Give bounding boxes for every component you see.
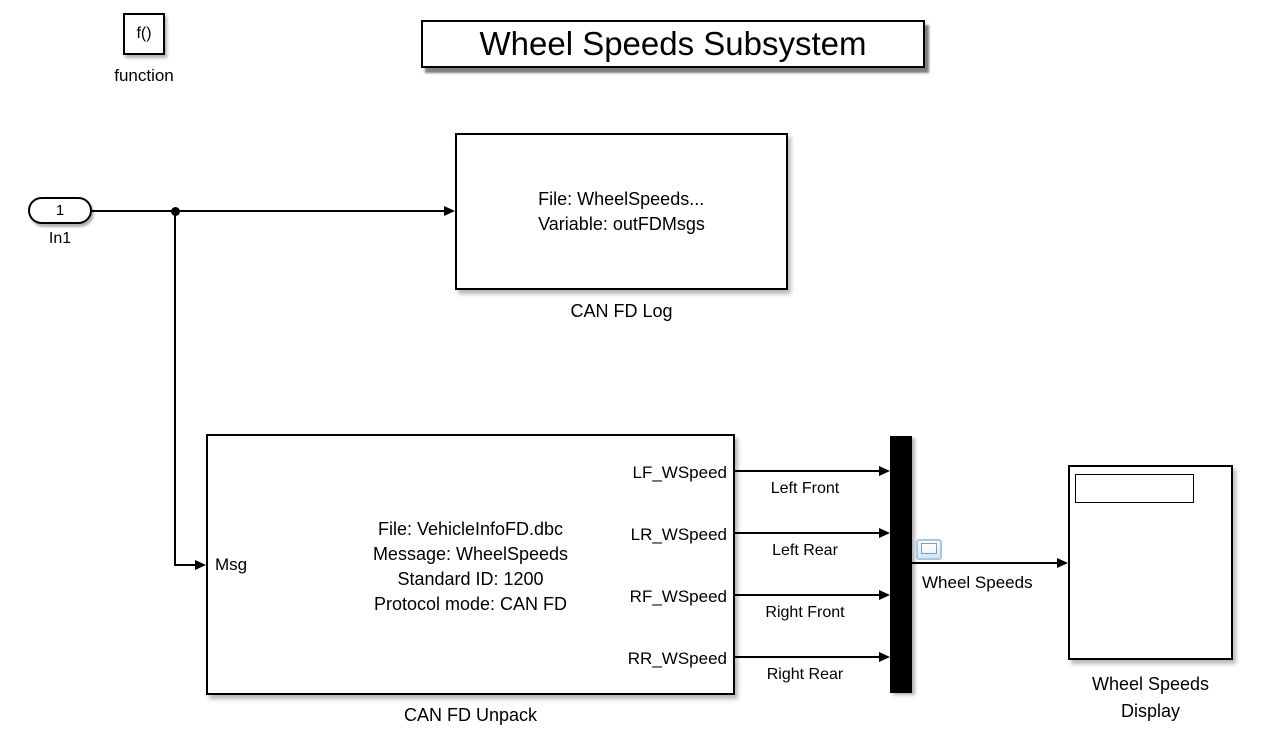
log-variable-line: Variable: outFDMsgs [538,213,705,234]
display-value-field [1075,474,1194,503]
signal-line-left-front[interactable] [735,470,879,472]
diagram-title: Wheel Speeds Subsystem [479,25,867,62]
signal-logging-badge-icon[interactable] [916,539,942,560]
signal-label-left-rear: Left Rear [772,542,838,559]
signal-line-wheel-speeds[interactable] [912,562,1057,564]
display-name-line1: Wheel Speeds [1091,674,1210,694]
display-block-name: Wheel Speeds Display [1043,671,1258,725]
log-file-line: File: WheelSpeeds... [538,188,705,209]
can-fd-unpack-parameters: File: VehicleInfoFD.dbc Message: WheelSp… [208,517,733,617]
signal-line-right-front[interactable] [735,594,879,596]
display-name-line2: Display [1120,701,1181,721]
inport-number: 1 [55,202,65,219]
msg-input-port-label: Msg [215,555,248,574]
function-block-label: function [114,66,174,85]
signal-label-left-front: Left Front [770,480,840,497]
unpack-protocol-line: Protocol mode: CAN FD [373,594,568,614]
can-fd-unpack-block-name: CAN FD Unpack [403,705,538,725]
can-fd-unpack-block[interactable]: Msg File: VehicleInfoFD.dbc Message: Whe… [206,434,735,695]
arrowhead-icon [879,528,890,538]
unpack-file-line: File: VehicleInfoFD.dbc [377,519,564,539]
arrowhead-icon [879,652,890,662]
can-fd-log-block-name: CAN FD Log [570,301,673,321]
function-caller-block[interactable]: f() [123,13,165,55]
signal-line-to-msg[interactable] [174,564,195,566]
signal-line-right-rear[interactable] [735,656,879,658]
arrowhead-icon [444,206,455,216]
unpack-id-line: Standard ID: 1200 [397,569,544,589]
signal-label-wheel-speeds: Wheel Speeds [922,573,1033,592]
arrowhead-icon [879,466,890,476]
can-fd-log-block[interactable]: File: WheelSpeeds... Variable: outFDMsgs [455,133,788,290]
badge-inner-rect [921,543,937,554]
arrowhead-icon [1057,558,1068,568]
arrowhead-icon [879,590,890,600]
output-port-rf-wspeed: RF_WSpeed [629,587,727,606]
signal-line-left-rear[interactable] [735,532,879,534]
inport-block[interactable]: 1 [28,197,92,224]
title-annotation[interactable]: Wheel Speeds Subsystem [421,20,925,68]
output-port-lf-wspeed: LF_WSpeed [632,463,728,482]
inport-label: In1 [48,230,72,247]
wheel-speeds-display-block[interactable] [1068,465,1233,660]
signal-label-right-front: Right Front [765,604,845,621]
output-port-lr-wspeed: LR_WSpeed [630,525,727,544]
function-glyph: f() [136,25,152,42]
can-fd-log-parameters: File: WheelSpeeds... Variable: outFDMsgs [538,187,705,237]
signal-label-right-rear: Right Rear [766,666,844,683]
arrowhead-icon [195,560,206,570]
unpack-message-line: Message: WheelSpeeds [372,544,569,564]
signal-line-in1-to-log[interactable] [92,210,444,212]
signal-line-branch-down[interactable] [174,210,176,566]
mux-block[interactable] [890,436,912,693]
output-port-rr-wspeed: RR_WSpeed [627,649,727,668]
